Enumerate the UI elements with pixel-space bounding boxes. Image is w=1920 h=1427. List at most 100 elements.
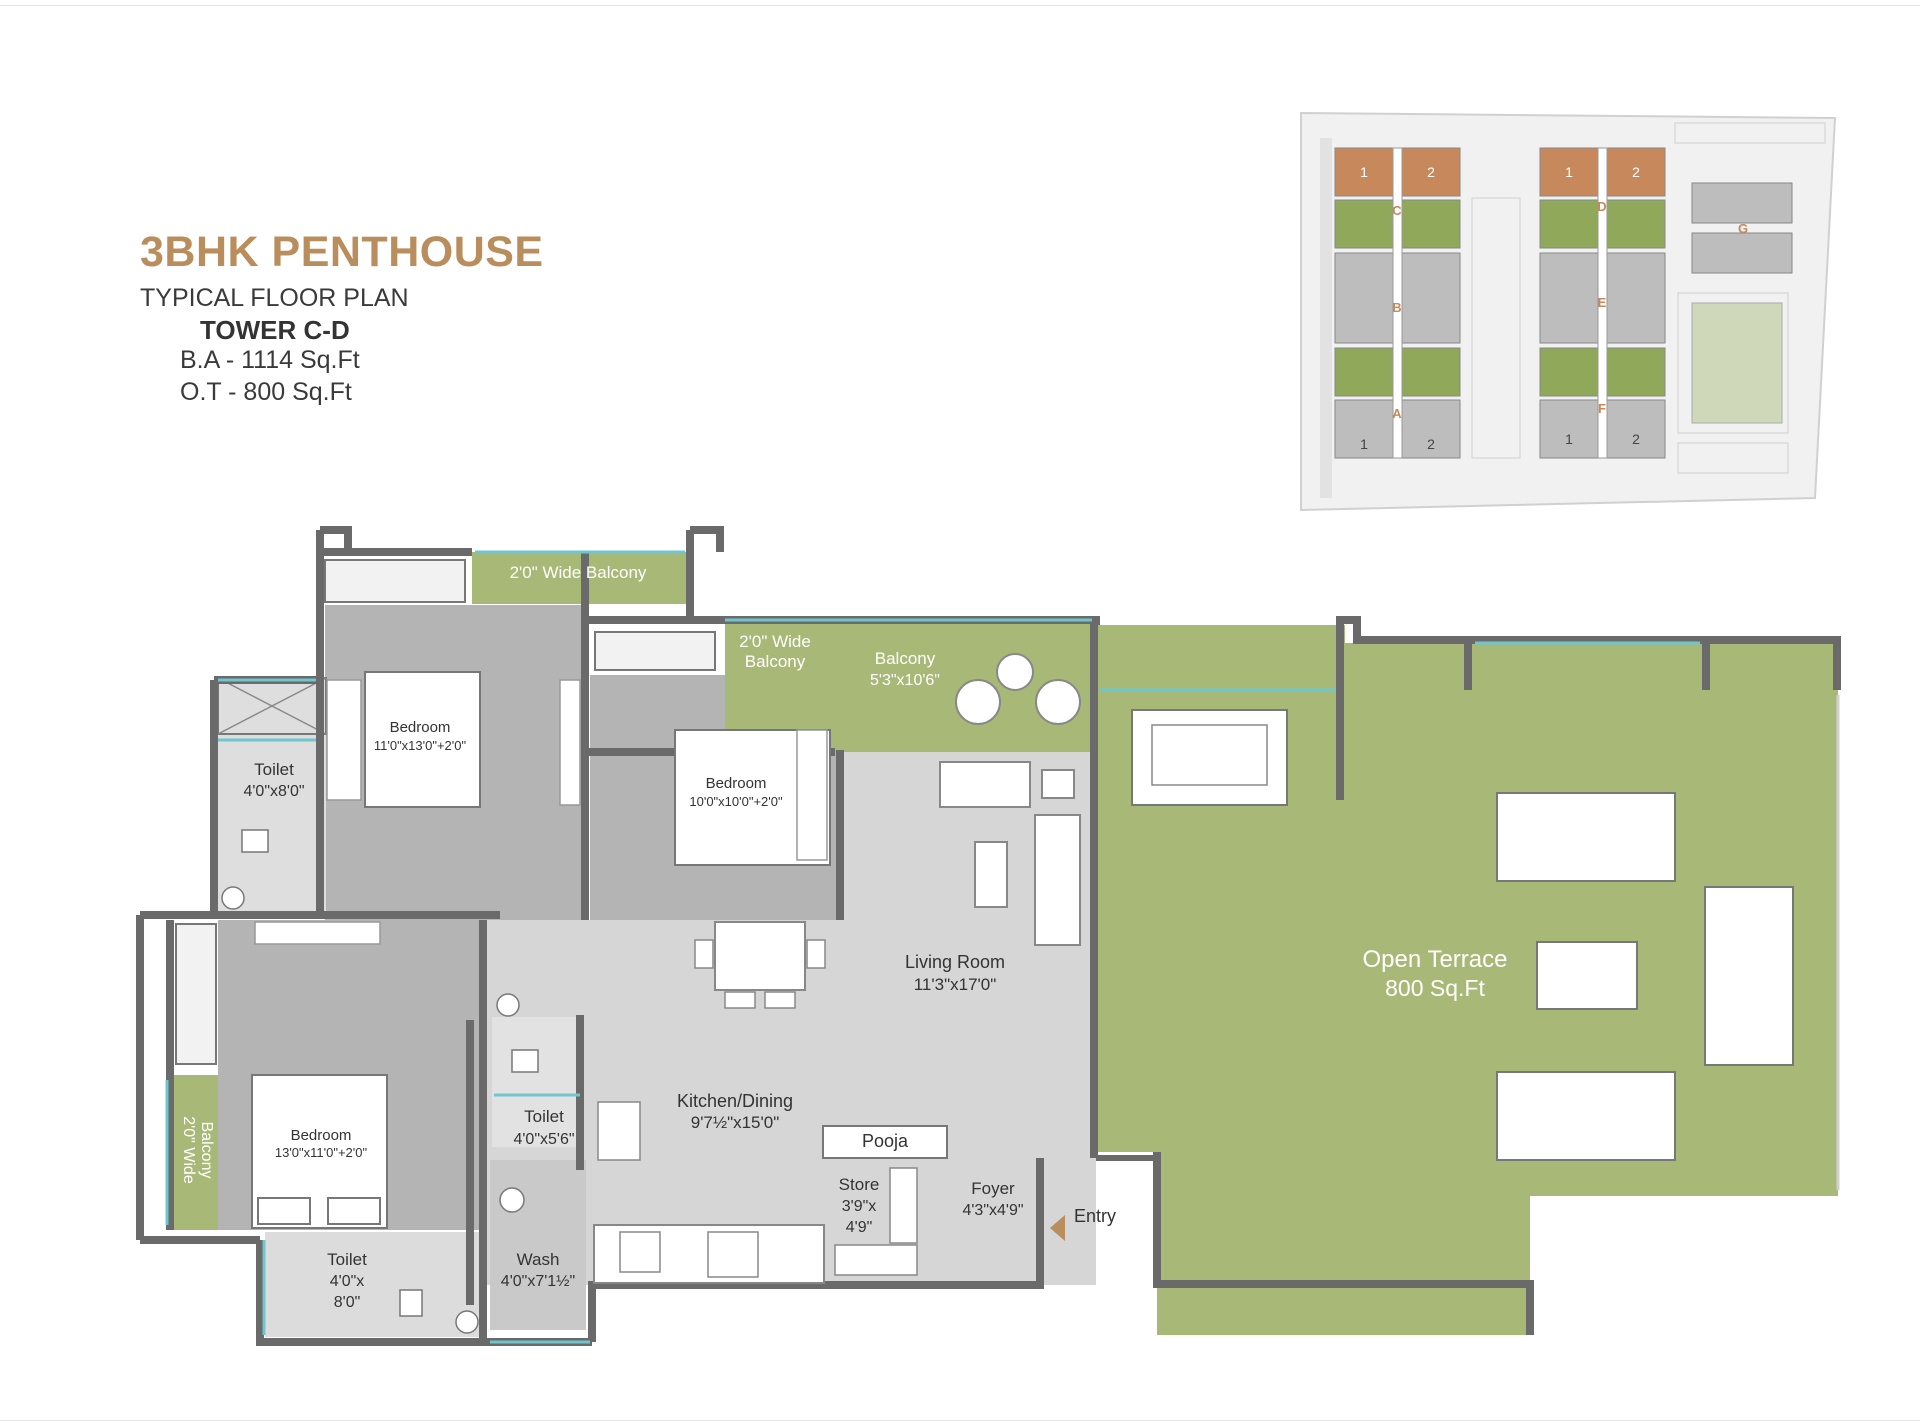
wardrobe [594, 631, 716, 671]
unit-label: 2 [1427, 164, 1435, 180]
tower-block-left [1334, 147, 1461, 459]
shower-cross [217, 677, 327, 735]
main-balcony-label: Balcony [875, 649, 936, 668]
store-size-2: 4'9" [846, 1219, 873, 1236]
bedroom-2-label: Bedroom [706, 775, 767, 792]
tower-letter: C [1392, 203, 1402, 218]
site-labels: 1 2 1 2 1 2 1 2 [1360, 164, 1640, 452]
bedroom-1-label: Bedroom [390, 719, 451, 736]
side-table [1041, 769, 1075, 799]
side-balcony-label: 2'0" Wide [180, 1116, 197, 1184]
open-terrace-area-label: O.T - 800 Sq.Ft [180, 378, 352, 406]
bedroom-3-size: 13'0"x11'0"+2'0" [275, 1145, 368, 1160]
terrace-lounger [1496, 792, 1676, 882]
tower-letter: A [1392, 406, 1402, 421]
fridge [597, 1101, 641, 1161]
chair [764, 991, 796, 1009]
sink [619, 1231, 661, 1273]
terrace-size: 800 Sq.Ft [1385, 975, 1485, 1001]
stove [707, 1231, 759, 1278]
store-label: Store [839, 1175, 880, 1194]
store-shelves [834, 1244, 918, 1276]
coffee-table [974, 841, 1008, 908]
wash-label: Wash [517, 1250, 560, 1269]
terrace-wall [1153, 1152, 1534, 1335]
unit-label: 2 [1632, 164, 1640, 180]
living-room-size: 11'3"x17'0" [914, 975, 997, 994]
bedroom-1-size: 11'0"x13'0"+2'0" [374, 738, 467, 753]
wash-floor [490, 1160, 586, 1330]
dresser [254, 921, 381, 945]
garden [1691, 302, 1783, 424]
chair [724, 991, 756, 1009]
side-balcony-floor [170, 1075, 218, 1230]
tower-block-g [1691, 182, 1793, 274]
toilet-1-label: Toilet [254, 760, 294, 779]
living-room-floor [840, 750, 1096, 1160]
walls [136, 526, 1100, 1346]
toilet-3-floor [265, 1232, 482, 1337]
dining-table [714, 921, 806, 991]
page-title: 3BHK PENTHOUSE [140, 228, 544, 276]
terrace-label: Open Terrace [1363, 946, 1508, 973]
bed [364, 671, 481, 808]
washbasin-icon [455, 1310, 479, 1334]
kitchen-size: 9'7½"x15'0" [691, 1113, 780, 1132]
windows [165, 550, 1092, 1344]
living-room-label: Living Room [905, 952, 1005, 972]
sofa [939, 761, 1031, 808]
plan-subtitle: TYPICAL FLOOR PLAN [140, 284, 409, 312]
site-plan: 1 2 1 2 1 2 1 2 C B A D E F G [1300, 111, 1837, 512]
store-size: 3'9"x [842, 1198, 877, 1215]
sofa [1034, 814, 1081, 946]
pooja-label: Pooja [862, 1131, 909, 1151]
unit-label: 1 [1360, 164, 1368, 180]
wc-icon [399, 1289, 423, 1317]
wardrobe [324, 559, 466, 603]
unit-label: 1 [1360, 436, 1368, 452]
terrace-wall [1464, 640, 1841, 690]
tower-letter: E [1598, 295, 1607, 310]
wardrobe [175, 923, 217, 1065]
toilet-1-floor [218, 735, 326, 913]
toilet-3-size-2: 8'0" [334, 1294, 361, 1311]
tower-letter: F [1598, 401, 1606, 416]
entry-arrow-icon [1050, 1215, 1065, 1241]
wash-size: 4'0"x7'1½" [501, 1273, 575, 1290]
unit-label: 2 [1632, 431, 1640, 447]
entry-label: Entry [1074, 1206, 1116, 1226]
site-road [1320, 138, 1332, 498]
unit-label: 2 [1427, 436, 1435, 452]
main-balcony-size: 5'3"x10'6" [870, 672, 940, 689]
terrace-table [1536, 941, 1638, 1010]
bedroom-2-size: 10'0"x10'0"+2'0" [689, 794, 783, 809]
store-shelves [889, 1167, 918, 1244]
kitchen-label: Kitchen/Dining [677, 1091, 793, 1111]
mid-balcony-label-2: Balcony [745, 652, 806, 671]
dresser [559, 679, 581, 806]
chair [694, 939, 714, 969]
side-table [796, 729, 828, 861]
unit-label: 1 [1565, 164, 1573, 180]
tower-block-right [1539, 147, 1666, 459]
toilet-1-size: 4'0"x8'0" [243, 783, 304, 800]
terrace-pergola-inner [1151, 724, 1268, 786]
bedroom-3-label: Bedroom [291, 1127, 352, 1144]
foyer-size: 4'3"x4'9" [962, 1202, 1023, 1219]
toilet-2-floor [492, 1017, 584, 1147]
side-table [326, 679, 362, 801]
chair [806, 939, 826, 969]
tower-letter: D [1597, 199, 1606, 214]
tower-letter: B [1392, 300, 1401, 315]
toilet-3-label: Toilet [327, 1250, 367, 1269]
balcony-chair [1035, 679, 1081, 725]
tower-letter: G [1738, 221, 1748, 236]
top-balcony-label: 2'0" Wide Balcony [510, 563, 647, 582]
side-balcony-label-2: Balcony [198, 1122, 215, 1179]
room-labels: Bedroom 11'0"x13'0"+2'0" Bedroom 10'0"x1… [180, 563, 1507, 1311]
foyer-label: Foyer [971, 1179, 1015, 1198]
unit-label: 1 [1565, 431, 1573, 447]
washbasin-icon [221, 886, 245, 910]
washing-machine-icon [499, 1187, 525, 1213]
